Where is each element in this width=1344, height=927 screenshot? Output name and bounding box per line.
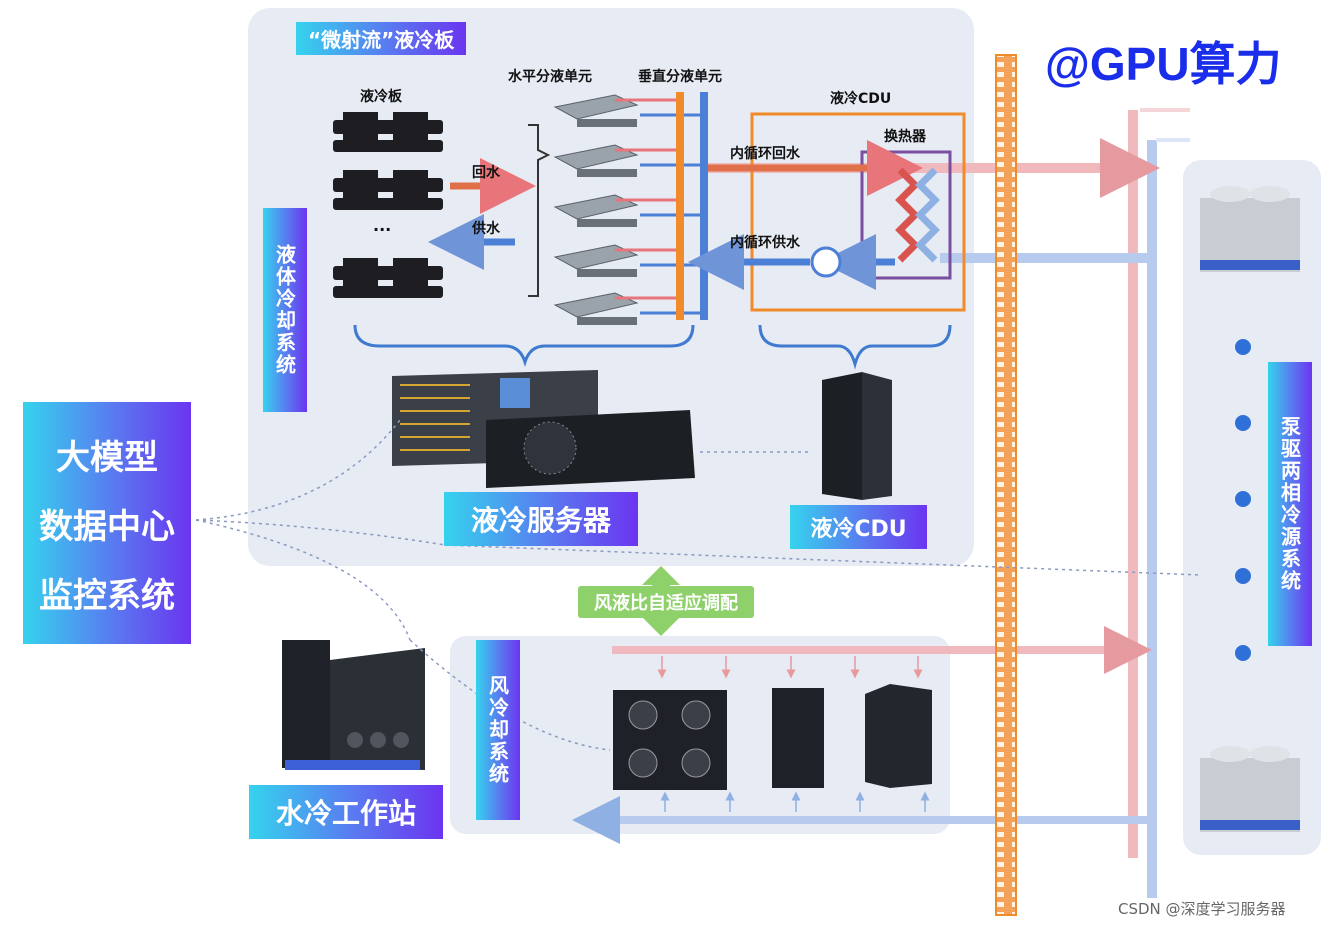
dot-1: [1235, 339, 1251, 355]
cold-plates: [333, 112, 443, 298]
return-label: 回水: [472, 165, 500, 181]
monitoring-line-1: 大模型: [56, 437, 158, 478]
cdu-label: 液冷CDU: [790, 505, 927, 549]
air-units: [613, 656, 932, 812]
air-cooling-side-label: 风冷却系统: [476, 640, 520, 820]
horizontal-unit-label: 水平分液单元: [508, 69, 592, 85]
monitoring-system-box: 大模型 数据中心 监控系统: [23, 402, 191, 644]
cooling-towers: [1200, 186, 1300, 832]
inner-return-label: 内循环回水: [730, 146, 800, 162]
dot-5: [1235, 645, 1251, 661]
microjet-badge: “微射流”液冷板: [296, 22, 467, 55]
horizontal-units: [553, 94, 700, 325]
heat-exchanger-label: 换热器: [884, 129, 926, 145]
monitoring-line-3: 监控系统: [39, 575, 175, 616]
watermark: CSDN @深度学习服务器: [1118, 900, 1286, 918]
dot-4: [1235, 568, 1251, 584]
dot-3: [1235, 491, 1251, 507]
manifold-bracket: [528, 124, 551, 297]
workstation-image: [282, 640, 425, 770]
vertical-manifold-red: [676, 92, 684, 320]
heat-exchanger-coil-blue: [915, 167, 940, 263]
supply-label: 供水: [472, 221, 500, 237]
vertical-unit-label: 垂直分液单元: [638, 69, 722, 85]
cable-ladder: [995, 54, 1017, 916]
workstation-label: 水冷工作站: [249, 785, 443, 839]
inner-supply-label: 内循环供水: [730, 235, 800, 251]
cold-source-side-label: 泵驱两相冷源系统: [1268, 362, 1312, 646]
cdu-box-label: 液冷CDU: [830, 91, 892, 107]
liquid-server-image: [392, 370, 695, 488]
monitoring-links: [195, 419, 1201, 751]
cold-plate-label: 液冷板: [360, 89, 402, 105]
cdu-box: [750, 112, 966, 312]
pump-icon: [810, 246, 842, 278]
brand-title: @GPU算力: [1045, 38, 1282, 90]
dot-2: [1235, 415, 1251, 431]
monitoring-line-2: 数据中心: [39, 506, 175, 547]
vertical-manifold-blue: [700, 92, 708, 320]
liquid-cooling-side-label: 液体冷却系统: [263, 208, 307, 412]
adaptive-label: 风液比自适应调配: [578, 586, 754, 618]
cdu-cabinet-image: [822, 372, 892, 500]
liquid-server-label: 液冷服务器: [444, 492, 638, 546]
heat-exchanger-coil-red: [895, 167, 920, 263]
ellipsis: ···: [373, 220, 392, 239]
